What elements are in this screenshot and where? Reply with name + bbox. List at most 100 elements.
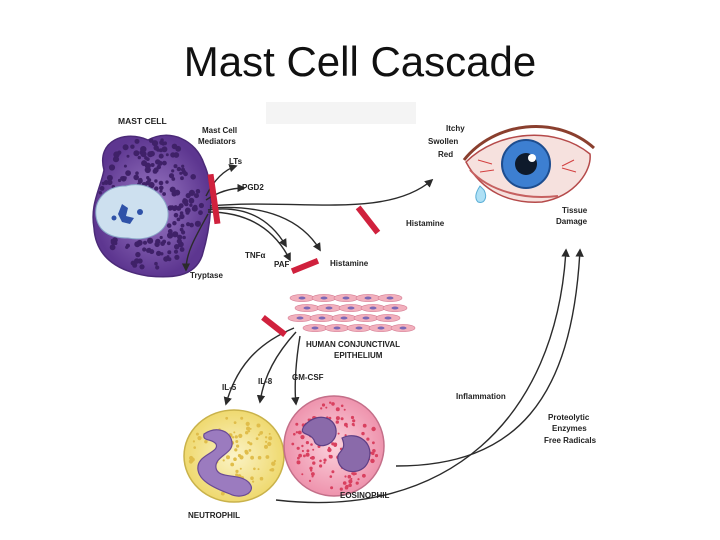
- granule: [174, 244, 180, 250]
- granule: [220, 491, 225, 496]
- mast-cell-label: MAST CELL: [118, 116, 167, 126]
- granule: [295, 422, 299, 426]
- granule: [352, 419, 356, 423]
- epithelial-cell-nucleus: [311, 326, 319, 330]
- granule: [348, 479, 353, 484]
- granule: [172, 221, 177, 226]
- granule: [329, 401, 332, 404]
- granule: [103, 180, 109, 185]
- granule: [295, 431, 299, 434]
- granule: [155, 238, 161, 245]
- granule: [298, 453, 302, 458]
- granule: [337, 432, 340, 435]
- granule: [306, 449, 310, 453]
- granule: [257, 433, 261, 436]
- mast-cell-core: [118, 204, 134, 224]
- granule: [167, 257, 172, 262]
- granule: [166, 241, 171, 246]
- granule: [269, 468, 272, 472]
- granule: [160, 138, 164, 142]
- granule: [125, 243, 130, 248]
- tnfa-label: TNFα: [245, 251, 266, 260]
- granule: [296, 446, 300, 450]
- background-highlight: [266, 102, 416, 124]
- granule: [321, 403, 326, 407]
- granule: [239, 455, 244, 460]
- granule: [148, 181, 155, 189]
- granule: [335, 416, 340, 421]
- granule: [323, 458, 327, 462]
- paf-label: PAF: [274, 260, 290, 269]
- granule: [312, 448, 315, 451]
- granule: [167, 229, 173, 234]
- epithelial-cell-nucleus: [296, 316, 304, 320]
- granule: [183, 171, 188, 177]
- granule: [234, 448, 238, 452]
- granule: [344, 475, 347, 478]
- granule: [268, 432, 271, 435]
- histamine-blocker-low: [290, 257, 320, 275]
- granule: [135, 251, 141, 258]
- granule: [133, 174, 139, 181]
- granule: [350, 415, 355, 420]
- granule: [264, 444, 268, 449]
- granule: [249, 442, 253, 446]
- epithelial-cell-nucleus: [362, 316, 370, 320]
- granule: [167, 250, 172, 255]
- mediators-label-line1: Mast Cell: [202, 126, 237, 135]
- granule: [158, 180, 164, 186]
- granule: [176, 166, 182, 172]
- epithelial-cell-nucleus: [340, 316, 348, 320]
- granule: [138, 177, 143, 182]
- granule: [230, 462, 235, 467]
- lts-label: LTs: [229, 157, 243, 166]
- granule: [168, 173, 175, 179]
- epithelial-cell-nucleus: [391, 306, 399, 310]
- granule: [140, 146, 147, 153]
- granule: [106, 174, 113, 181]
- eosinophil-cell: [283, 395, 385, 497]
- granule: [245, 431, 249, 435]
- granule: [181, 164, 185, 168]
- granule: [154, 261, 158, 266]
- granule: [195, 432, 199, 436]
- granule: [233, 421, 237, 424]
- granule: [327, 447, 332, 453]
- granule: [300, 435, 305, 440]
- granule: [159, 189, 163, 193]
- mast-cell: [92, 134, 212, 278]
- granule: [194, 220, 201, 227]
- granule: [159, 185, 164, 191]
- enzymes-label: Enzymes: [552, 424, 587, 433]
- granule: [174, 254, 180, 260]
- granule: [173, 212, 179, 218]
- granule: [371, 426, 376, 432]
- granule: [312, 461, 316, 465]
- proteolytic-label: Proteolytic: [548, 413, 590, 422]
- granule: [305, 452, 310, 457]
- granule: [193, 446, 196, 449]
- granule: [362, 473, 366, 478]
- granule: [265, 440, 268, 443]
- granule: [109, 244, 116, 251]
- granule: [310, 443, 313, 446]
- granule: [331, 402, 335, 406]
- arrow-inflammation-to-damage: [395, 248, 584, 467]
- eye-illustration: [462, 125, 595, 203]
- granule: [226, 455, 230, 460]
- granule: [179, 171, 183, 175]
- granule: [147, 237, 154, 244]
- arrow-il8: [256, 331, 297, 404]
- granule: [309, 466, 313, 470]
- epithelial-cell-nucleus: [298, 296, 306, 300]
- granule: [259, 431, 263, 435]
- granule: [190, 457, 195, 462]
- granule: [305, 441, 309, 445]
- gmcsf-label: GM-CSF: [292, 373, 324, 382]
- granule: [146, 176, 150, 180]
- granule: [107, 179, 113, 186]
- granule: [231, 436, 235, 439]
- granule: [296, 460, 301, 465]
- granule: [267, 441, 272, 447]
- il8-label: IL-8: [258, 377, 273, 386]
